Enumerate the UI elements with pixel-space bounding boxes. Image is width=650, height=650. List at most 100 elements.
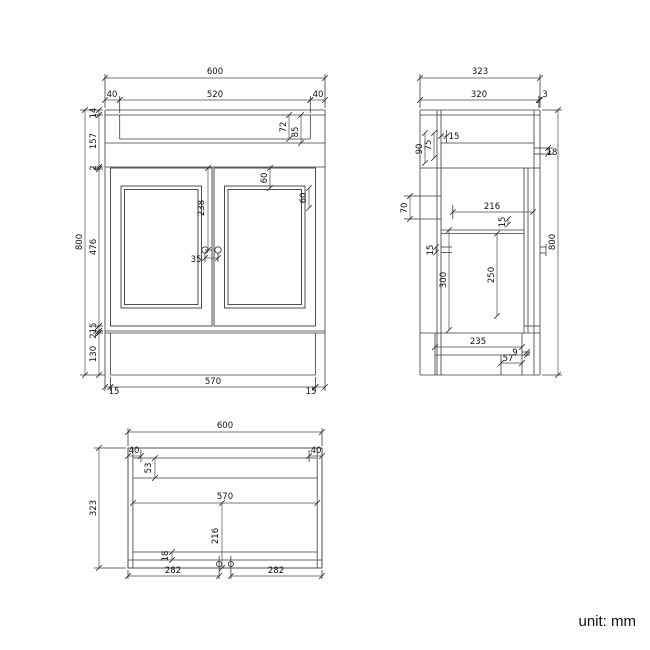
- dimension-label: 40: [129, 446, 140, 456]
- dimension: 57: [497, 354, 526, 367]
- dimension-tick: [81, 106, 89, 114]
- dimension-label: 40: [107, 90, 118, 100]
- dimension-tick: [204, 246, 212, 254]
- panel-outline: [227, 189, 302, 305]
- panel-outline: [110, 167, 213, 327]
- dimension-label: 35: [191, 255, 202, 265]
- dimension: 600: [124, 421, 326, 436]
- dimension: 800: [75, 106, 89, 379]
- dimension-label: 15: [109, 387, 120, 397]
- dimension-tick: [168, 556, 176, 564]
- dimension-label: 800: [548, 234, 558, 250]
- dimension-tick: [437, 132, 445, 140]
- dimension-tick: [554, 106, 562, 114]
- dimension-tick: [95, 564, 103, 572]
- dimension-tick: [536, 74, 544, 82]
- dimension-tick: [95, 106, 103, 114]
- dimension-tick: [416, 96, 424, 104]
- dimension-label: 15: [449, 132, 460, 142]
- dimension-tick: [201, 254, 209, 262]
- dimension-tick: [101, 96, 109, 104]
- dimension-tick: [493, 230, 501, 237]
- dimension-tick: [421, 159, 429, 167]
- dimension-tick: [297, 139, 305, 147]
- panel-outline: [120, 185, 202, 309]
- dimension: 85: [291, 111, 305, 147]
- dimension: 40: [124, 446, 144, 460]
- dimension-tick: [297, 111, 305, 119]
- dimension-tick: [312, 383, 319, 391]
- dimension-label: 130: [89, 346, 99, 362]
- dimension-label: 323: [472, 67, 488, 77]
- dimension: 570: [107, 377, 319, 391]
- dimension-label: 520: [207, 90, 223, 100]
- dimension-tick: [321, 383, 329, 391]
- dimension-label: 15: [306, 387, 317, 397]
- dimension: 282: [124, 566, 223, 580]
- dimension-label: 2: [89, 333, 99, 338]
- dimension-label: 476: [89, 239, 99, 255]
- dimension-tick: [266, 164, 274, 172]
- dimension: 570: [129, 492, 321, 507]
- knob-circle: [227, 560, 234, 568]
- dimension-tick: [95, 444, 103, 452]
- dimension: 15: [426, 243, 440, 256]
- dimension-tick: [95, 163, 103, 171]
- dimension: 15: [437, 132, 460, 142]
- dimension-label: 72: [279, 122, 289, 133]
- dimension-tick: [107, 383, 114, 391]
- dimension: 323: [89, 444, 103, 572]
- dimension-tick: [95, 329, 103, 337]
- dimension-label: 70: [400, 203, 410, 214]
- dimension: 9: [512, 348, 531, 359]
- dimension-tick: [318, 428, 326, 436]
- dimension-tick: [518, 343, 526, 351]
- dimension-tick: [214, 254, 222, 262]
- dimension-tick: [318, 572, 326, 580]
- dimension-tick: [416, 74, 424, 82]
- dimension-tick: [137, 452, 144, 460]
- dimension-tick: [305, 184, 313, 192]
- dimension: 60: [260, 164, 274, 192]
- dimension-tick: [504, 221, 512, 228]
- dimension: 18: [161, 548, 176, 564]
- dimension-label: 60: [299, 193, 309, 204]
- dimension-tick: [124, 428, 132, 436]
- dimension-tick: [168, 548, 176, 556]
- dimension-label: 85: [291, 127, 301, 138]
- dimension-label: 40: [311, 446, 322, 456]
- dimension-label: 300: [439, 272, 449, 288]
- dimension: 18: [544, 144, 557, 158]
- panel-outline: [127, 447, 323, 569]
- dimension-label: 15: [426, 245, 436, 256]
- dimension-tick: [124, 572, 132, 580]
- dimension-tick: [432, 249, 440, 256]
- dimension-tick: [101, 74, 109, 82]
- panel-outline: [124, 189, 199, 305]
- dimension-tick: [95, 327, 103, 335]
- dimension: 130: [89, 329, 103, 379]
- dimension-label: 216: [484, 202, 500, 212]
- dimension-tick: [443, 132, 450, 140]
- dimension-tick: [204, 164, 212, 172]
- dimension: 72: [279, 111, 293, 143]
- dimension-label: 40: [313, 90, 324, 100]
- dimension-tick: [406, 192, 414, 200]
- dimension-tick: [307, 96, 314, 104]
- dimension-tick: [218, 499, 226, 507]
- dimension-tick: [101, 383, 109, 391]
- dimension-label: 320: [471, 90, 487, 100]
- dimension: 520: [116, 90, 314, 104]
- dimension-label: 570: [217, 492, 233, 502]
- dimension-tick: [430, 129, 438, 137]
- dimension-label: 235: [470, 337, 486, 347]
- dimension-label: 75: [424, 140, 434, 151]
- dimension: 157: [89, 111, 103, 171]
- dimension: 53: [144, 454, 159, 482]
- dimension-tick: [218, 564, 226, 572]
- dimension-tick: [529, 208, 537, 216]
- dimension-label: 216: [211, 528, 221, 544]
